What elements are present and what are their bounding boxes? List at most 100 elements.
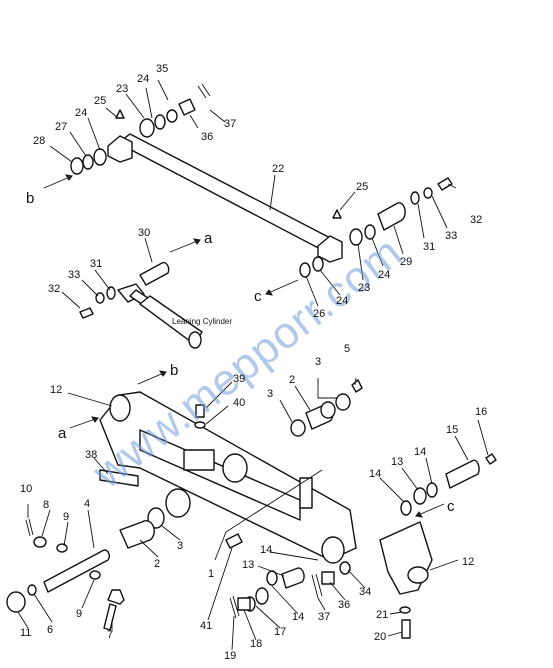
tie-rod-left-eye: [107, 135, 133, 163]
ref-letter-c-lower: c: [447, 498, 455, 515]
bushing-13-low: [281, 567, 305, 589]
callout-22: 22: [272, 163, 284, 175]
callout-29: 29: [400, 256, 412, 268]
callout-24-mid: 24: [336, 295, 348, 307]
seal-3-far: [335, 393, 351, 411]
frame-center-boss: [222, 453, 248, 483]
cotter-19: [229, 595, 240, 619]
left-pin-set: [6, 507, 165, 631]
callout-3-low: 3: [177, 540, 183, 552]
callout-19: 19: [224, 650, 236, 662]
callout-9-low: 9: [76, 608, 82, 620]
cotter-37-low: [311, 573, 323, 599]
washer-40: [194, 421, 206, 429]
ref-letter-b-lower: b: [170, 362, 178, 379]
bushing-13-r: [413, 487, 427, 505]
cotter-10: [25, 518, 34, 537]
callout-13-low: 13: [242, 559, 254, 571]
ref-letter-a-lower: a: [58, 425, 67, 442]
nut-36-top: [178, 98, 196, 116]
callout-4: 4: [84, 498, 90, 510]
ref-letter-b-upper: b: [26, 190, 34, 207]
callout-39: 39: [233, 373, 245, 385]
ring-14-bot: [255, 587, 269, 605]
callout-30: 30: [138, 227, 150, 239]
callout-3-mid: 3: [267, 388, 273, 400]
callout-12-right: 12: [462, 556, 474, 568]
cap-11: [6, 591, 26, 613]
bushing-23-right: [349, 228, 363, 246]
grease-fitting-25-right: [332, 209, 342, 219]
fitting-5: [351, 379, 363, 393]
ring-14-r1: [400, 500, 412, 516]
washer-33-right: [423, 187, 433, 199]
callout-14-r2: 14: [414, 446, 426, 458]
grease-fitting-25-top: [115, 109, 125, 119]
bushing-23-top: [139, 118, 155, 138]
callout-35: 35: [156, 63, 168, 75]
nut-18: [237, 597, 251, 611]
callout-23-top: 23: [116, 83, 128, 95]
ref-letter-a-upper: a: [204, 230, 213, 247]
callout-32-left: 32: [48, 283, 60, 295]
callout-31-left: 31: [90, 258, 102, 270]
washer-31-right: [410, 191, 420, 205]
ring-35: [166, 109, 178, 123]
callout-38: 38: [85, 449, 97, 461]
callout-31-right: 31: [423, 241, 435, 253]
callout-25-right: 25: [356, 181, 368, 193]
callout-18: 18: [250, 638, 262, 650]
callout-5: 5: [344, 343, 350, 355]
washer-31-left: [106, 286, 116, 300]
callout-25-top: 25: [94, 95, 106, 107]
washer-33-left: [95, 292, 105, 304]
cotter-16: [485, 453, 497, 465]
callout-16: 16: [475, 406, 487, 418]
callout-37-top: 37: [224, 118, 236, 130]
bolt-32-left: [79, 307, 94, 319]
callout-24-left: 24: [75, 107, 87, 119]
callout-17: 17: [274, 626, 286, 638]
callout-37-low: 37: [318, 611, 330, 623]
seal-28: [70, 157, 84, 175]
callout-24-top: 24: [137, 73, 149, 85]
pin-30: [139, 261, 170, 286]
callout-33-left: 33: [68, 269, 80, 281]
washer-9-top: [56, 543, 68, 553]
callout-26: 26: [313, 308, 325, 320]
bushing-2-low: [119, 520, 155, 549]
frame-rib: [139, 429, 301, 521]
knuckle-12-right: [379, 521, 433, 595]
ring-24-mid: [312, 256, 324, 272]
callout-24-right: 24: [378, 269, 390, 281]
cylinder-bottom-eye: [188, 331, 202, 349]
callout-10: 10: [20, 483, 32, 495]
callout-2-low: 2: [154, 558, 160, 570]
callout-33-right: 33: [445, 230, 457, 242]
frame-left-boss: [109, 394, 131, 422]
cylinder-bracket: [183, 449, 215, 471]
seal-26: [299, 262, 311, 278]
washer-9-low: [89, 570, 101, 580]
knuckle-bore: [407, 566, 429, 584]
callout-40: 40: [233, 397, 245, 409]
seal-3-right: [320, 401, 336, 419]
seal-3-left: [290, 419, 306, 437]
cylinder-label: Leaning Cylinder: [172, 317, 232, 326]
pin-15: [445, 459, 480, 489]
pin-29: [377, 202, 406, 231]
leaning-cylinder-assembly: [79, 261, 203, 349]
callout-15: 15: [446, 424, 458, 436]
callout-20: 20: [374, 631, 386, 643]
ring-24-right: [364, 224, 376, 240]
bolt-41: [225, 533, 243, 549]
tie-rod-assembly: [70, 83, 453, 278]
cotter-pin-37-top: [197, 83, 211, 99]
callout-32-right: 32: [470, 214, 482, 226]
callout-9-top: 9: [63, 511, 69, 523]
axle-frame-assembly: [99, 391, 357, 564]
tie-rod-right-eye: [317, 235, 343, 263]
leader-lines: [17, 79, 489, 651]
